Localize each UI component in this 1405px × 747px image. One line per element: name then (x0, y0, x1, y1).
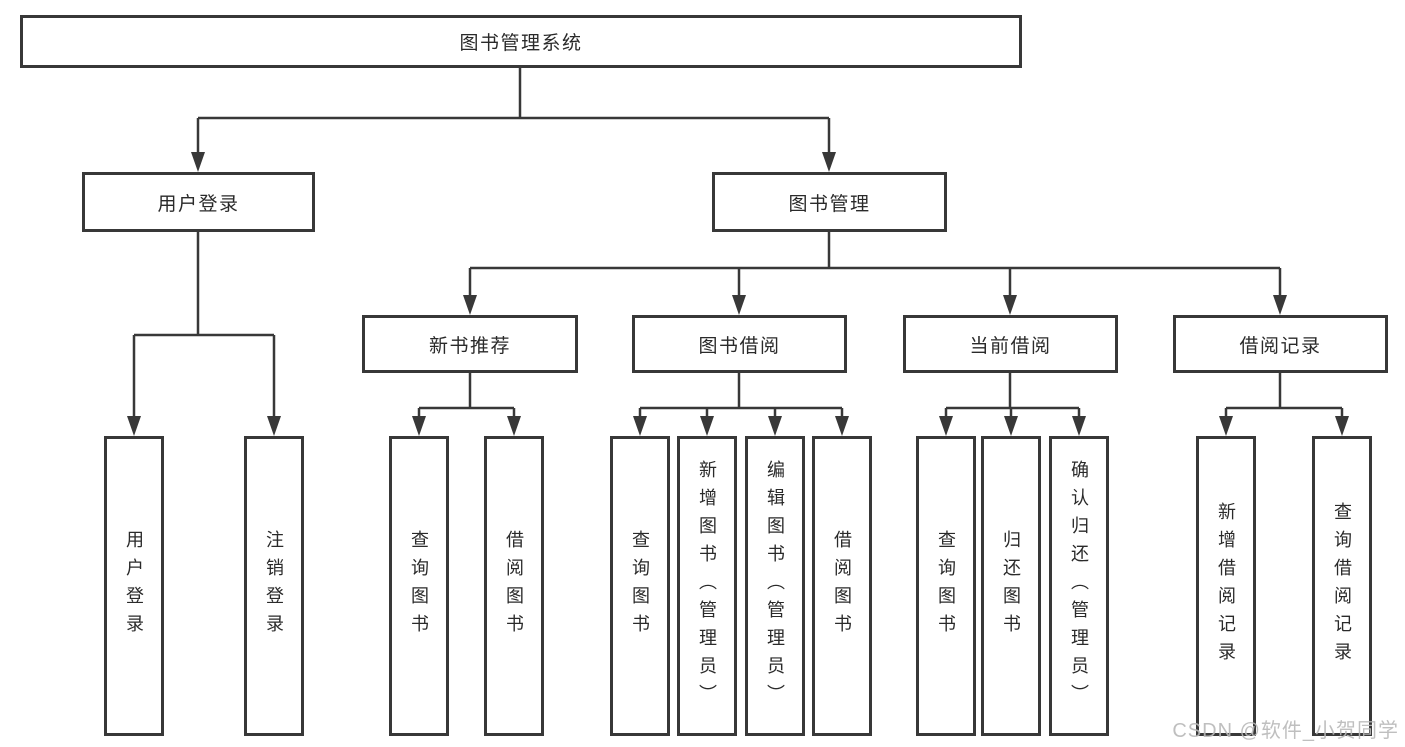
node-label: 归还图书 (1001, 530, 1021, 642)
node-user-login: 用户登录 (82, 172, 315, 232)
node-label: 图书管理 (788, 193, 871, 215)
csdn-watermark: CSDN @软件_小贺同学 (1172, 720, 1399, 742)
node-label: 用户登录 (157, 193, 240, 215)
leaf-edit-book-admin: 编辑图书（管理员） (745, 436, 805, 736)
connector-book-borrow-branch (633, 373, 849, 436)
node-label: 图书管理系统 (459, 33, 583, 54)
leaf-borrow-books: 借阅图书 (812, 436, 872, 736)
node-label: 图书借阅 (698, 335, 781, 357)
leaf-query-borrow-record: 查询借阅记录 (1312, 436, 1372, 736)
connector-root-to-level2 (191, 68, 836, 172)
connector-user-login-branch (127, 232, 281, 436)
node-current-borrow: 当前借阅 (903, 315, 1118, 373)
connector-book-management-branch (463, 232, 1287, 315)
node-book-management: 图书管理 (712, 172, 947, 232)
node-label: 编辑图书（管理员） (765, 460, 785, 712)
node-label: 借阅记录 (1239, 335, 1322, 357)
node-label: 确认归还（管理员） (1069, 460, 1089, 712)
node-label: 注销登录 (264, 530, 284, 642)
node-borrow-records: 借阅记录 (1173, 315, 1388, 373)
leaf-return-books: 归还图书 (981, 436, 1041, 736)
leaf-user-login: 用户登录 (104, 436, 164, 736)
leaf-add-book-admin: 新增图书（管理员） (677, 436, 737, 736)
node-label: 查询图书 (936, 530, 956, 642)
leaf-borrow-books-recommend: 借阅图书 (484, 436, 544, 736)
node-book-borrow: 图书借阅 (632, 315, 847, 373)
connector-borrow-records-branch (1219, 373, 1349, 436)
connector-current-borrow-branch (939, 373, 1086, 436)
leaf-query-books-recommend: 查询图书 (389, 436, 449, 736)
node-label: 查询图书 (409, 530, 429, 642)
node-new-book-recommend: 新书推荐 (362, 315, 578, 373)
node-label: 借阅图书 (832, 530, 852, 642)
node-label: 当前借阅 (969, 335, 1052, 357)
node-label: 新增借阅记录 (1216, 502, 1236, 670)
leaf-logout: 注销登录 (244, 436, 304, 736)
leaf-confirm-return-admin: 确认归还（管理员） (1049, 436, 1109, 736)
node-label: 查询图书 (630, 530, 650, 642)
node-label: 新增图书（管理员） (697, 460, 717, 712)
node-library-management-system: 图书管理系统 (20, 15, 1022, 68)
node-label: 用户登录 (124, 530, 144, 642)
node-label: 查询借阅记录 (1332, 502, 1352, 670)
node-label: 借阅图书 (504, 530, 524, 642)
connector-new-book-branch (412, 373, 521, 436)
leaf-query-books-current: 查询图书 (916, 436, 976, 736)
leaf-query-books-borrow: 查询图书 (610, 436, 670, 736)
leaf-add-borrow-record: 新增借阅记录 (1196, 436, 1256, 736)
node-label: 新书推荐 (428, 335, 511, 357)
